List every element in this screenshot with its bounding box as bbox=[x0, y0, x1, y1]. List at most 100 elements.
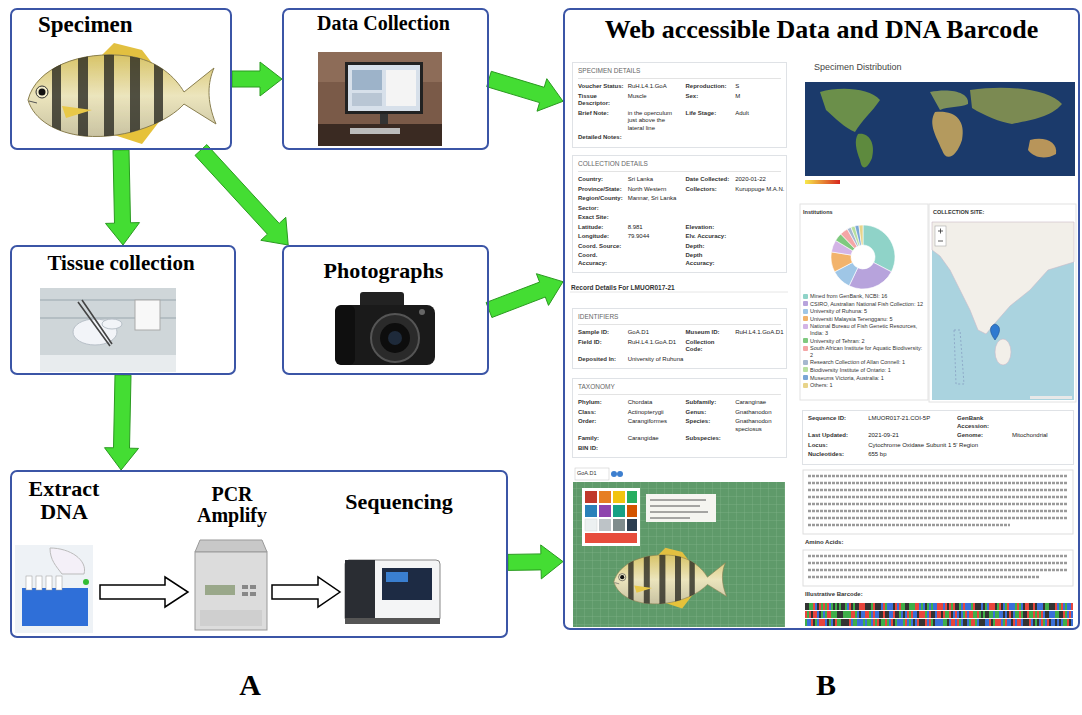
field-label: Reproduction: bbox=[685, 83, 732, 91]
barcode-stripe bbox=[857, 611, 859, 618]
barcode-stripe bbox=[823, 611, 825, 618]
barcode-stripe bbox=[955, 611, 957, 618]
barcode-stripe bbox=[893, 619, 895, 626]
barcode-stripe bbox=[935, 611, 937, 618]
barcode-stripe bbox=[865, 611, 867, 618]
barcode-stripe bbox=[1003, 603, 1005, 610]
barcode-stripe bbox=[911, 619, 913, 626]
barcode-stripe bbox=[881, 619, 883, 626]
barcode-stripe bbox=[995, 611, 997, 618]
barcode-stripe bbox=[961, 611, 963, 618]
barcode-stripe bbox=[837, 611, 839, 618]
specimen-photo bbox=[573, 468, 785, 627]
barcode-stripe bbox=[985, 611, 987, 618]
field-label: Sector: bbox=[578, 205, 625, 213]
barcode-stripe bbox=[1011, 603, 1013, 610]
sequencer-machine bbox=[345, 560, 375, 622]
field-value: RuH.L4.1.GoA bbox=[628, 83, 683, 91]
barcode-stripe bbox=[875, 603, 877, 610]
barcode-stripe bbox=[1057, 603, 1059, 610]
block-arrow bbox=[486, 274, 563, 318]
barcode-stripe bbox=[973, 603, 975, 610]
computer-photo bbox=[380, 114, 388, 124]
barcode-stripe bbox=[1011, 619, 1013, 626]
barcode-stripe bbox=[899, 603, 901, 610]
field-label: Museum ID: bbox=[685, 329, 732, 337]
barcode-stripe bbox=[835, 619, 837, 626]
barcode-stripe bbox=[1071, 619, 1073, 626]
legend-swatch bbox=[803, 309, 808, 314]
barcode-stripe bbox=[839, 619, 841, 626]
dna-extraction-photo bbox=[26, 576, 32, 590]
barcode-stripe bbox=[1067, 619, 1069, 626]
barcode-stripe bbox=[837, 603, 839, 610]
field-label: Subspecies: bbox=[685, 435, 732, 443]
collection-site-map bbox=[991, 324, 1000, 340]
barcode-stripe bbox=[945, 619, 947, 626]
barcode-stripe bbox=[977, 611, 979, 618]
barcode-stripe bbox=[879, 619, 881, 626]
world-map bbox=[820, 89, 880, 132]
barcode-stripe bbox=[1049, 611, 1051, 618]
barcode-stripe bbox=[857, 603, 859, 610]
field-value: 8.981 bbox=[628, 224, 683, 232]
stage-box: Photographs bbox=[282, 245, 489, 375]
barcode-stripe bbox=[887, 611, 889, 618]
barcode-stripe bbox=[823, 603, 825, 610]
text-holder: B bbox=[808, 668, 844, 703]
dna-extraction-photo bbox=[83, 579, 89, 585]
barcode-stripe bbox=[999, 611, 1001, 618]
field-value: Actinopterygii bbox=[628, 409, 683, 417]
tissue-photo bbox=[135, 300, 160, 330]
text-holder: Amino Acids: bbox=[805, 539, 955, 546]
barcode-stripe bbox=[817, 611, 819, 618]
barcode-stripe bbox=[841, 603, 843, 610]
field-label: Country: bbox=[578, 176, 625, 184]
fish-illustration bbox=[28, 40, 216, 150]
barcode-stripe bbox=[921, 611, 923, 618]
barcode-stripe bbox=[997, 611, 999, 618]
text-holder: A bbox=[232, 668, 268, 703]
barcode-stripe bbox=[937, 603, 939, 610]
barcode-stripe bbox=[875, 611, 877, 618]
barcode-stripe bbox=[973, 619, 975, 626]
legend-swatch bbox=[803, 367, 808, 372]
barcode-stripe bbox=[811, 611, 813, 618]
specimen-photo bbox=[614, 546, 727, 612]
section-heading: IDENTIFIERS bbox=[578, 313, 781, 325]
barcode-stripe bbox=[943, 603, 945, 610]
specimen-photo bbox=[585, 519, 597, 531]
pcr-machine bbox=[242, 592, 248, 596]
barcode-stripe bbox=[929, 619, 931, 626]
barcode-stripe bbox=[847, 603, 849, 610]
barcode-stripe bbox=[951, 603, 953, 610]
legend-row: Museums Victoria, Australia: 1 bbox=[803, 375, 926, 382]
world-map bbox=[805, 180, 840, 184]
barcode-stripe bbox=[913, 611, 915, 618]
barcode-stripe bbox=[1031, 603, 1033, 610]
barcode-stripe bbox=[815, 619, 817, 626]
barcode-stripe bbox=[1043, 611, 1045, 618]
field-value: 655 bp bbox=[868, 451, 954, 459]
barcode-stripe bbox=[911, 611, 913, 618]
specimen-photo bbox=[585, 533, 637, 543]
barcode-stripe bbox=[813, 611, 815, 618]
barcode-stripe bbox=[881, 611, 883, 618]
barcode-stripe bbox=[945, 603, 947, 610]
lab-process-box: Extract DNAPCR AmplifySequencing bbox=[10, 470, 508, 638]
barcode-stripe bbox=[993, 611, 995, 618]
collection-site-map bbox=[995, 339, 1011, 365]
barcode-stripe bbox=[1061, 619, 1063, 626]
barcode-stripe bbox=[913, 619, 915, 626]
legend-text: Research Collection of Allan Connell: 1 bbox=[810, 359, 905, 366]
field-label: Collection Code: bbox=[685, 339, 732, 354]
barcode-stripe bbox=[825, 611, 827, 618]
barcode-stripe bbox=[863, 603, 865, 610]
stage-label: Photographs bbox=[284, 259, 483, 282]
world-map bbox=[805, 82, 1075, 184]
field-label: Tissue Descriptor: bbox=[578, 93, 625, 108]
field-label: Detailed Notes: bbox=[578, 134, 682, 142]
legend-swatch bbox=[803, 324, 808, 329]
specimen-photo bbox=[599, 505, 611, 517]
